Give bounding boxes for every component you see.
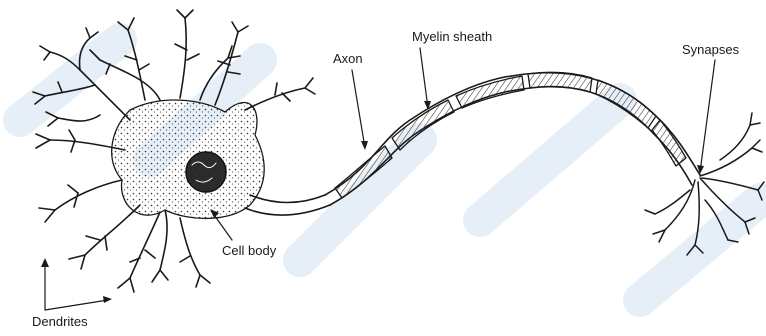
cell-body-label: Cell body (222, 244, 276, 257)
axon-hillock-lower (245, 205, 330, 215)
axon-hillock (250, 195, 325, 203)
myelin-sheath-label: Myelin sheath (412, 30, 492, 43)
axon-label: Axon (333, 52, 363, 65)
synapses-label: Synapses (682, 43, 739, 56)
cell-body-shape (112, 100, 264, 218)
dendrites-label: Dendrites (32, 315, 88, 328)
